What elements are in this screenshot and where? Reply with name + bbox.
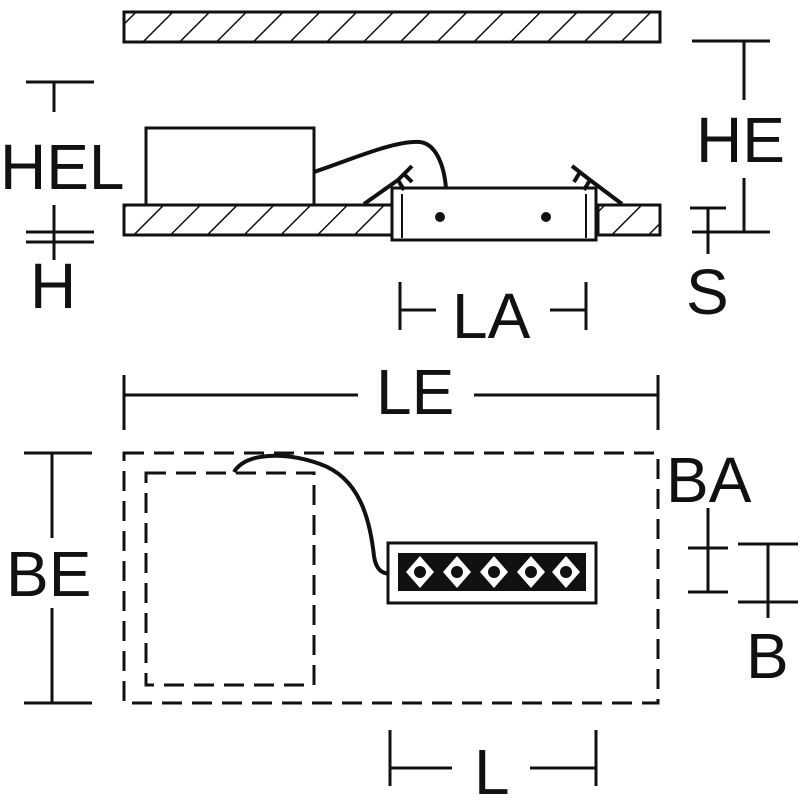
ceiling-panel-right (596, 203, 662, 237)
luminaire-housing (390, 186, 598, 242)
side-view: HEL H HE S LA (0, 10, 785, 352)
spring-clip-left (362, 164, 414, 206)
driver-outline (144, 471, 316, 687)
driver-box-icon (144, 126, 316, 207)
label-le: LE (376, 356, 454, 428)
led-array-icon (398, 553, 586, 591)
installation-area-outline (122, 451, 660, 705)
top-view: LE (6, 356, 798, 800)
ceiling-panel-left (122, 203, 394, 237)
label-he: HE (696, 104, 785, 176)
label-h: H (30, 250, 76, 322)
top-cable (232, 453, 393, 576)
label-l: L (474, 736, 510, 800)
side-cable (313, 139, 448, 189)
spring-clip-right (570, 164, 624, 206)
label-b: B (746, 620, 789, 692)
label-ba: BA (666, 444, 752, 516)
label-hel: HEL (0, 131, 125, 203)
label-be: BE (6, 538, 91, 610)
screw-left (435, 212, 445, 222)
ceiling-slab (122, 10, 662, 44)
screw-right (541, 212, 551, 222)
label-s: S (686, 256, 729, 328)
label-la: LA (452, 280, 531, 352)
